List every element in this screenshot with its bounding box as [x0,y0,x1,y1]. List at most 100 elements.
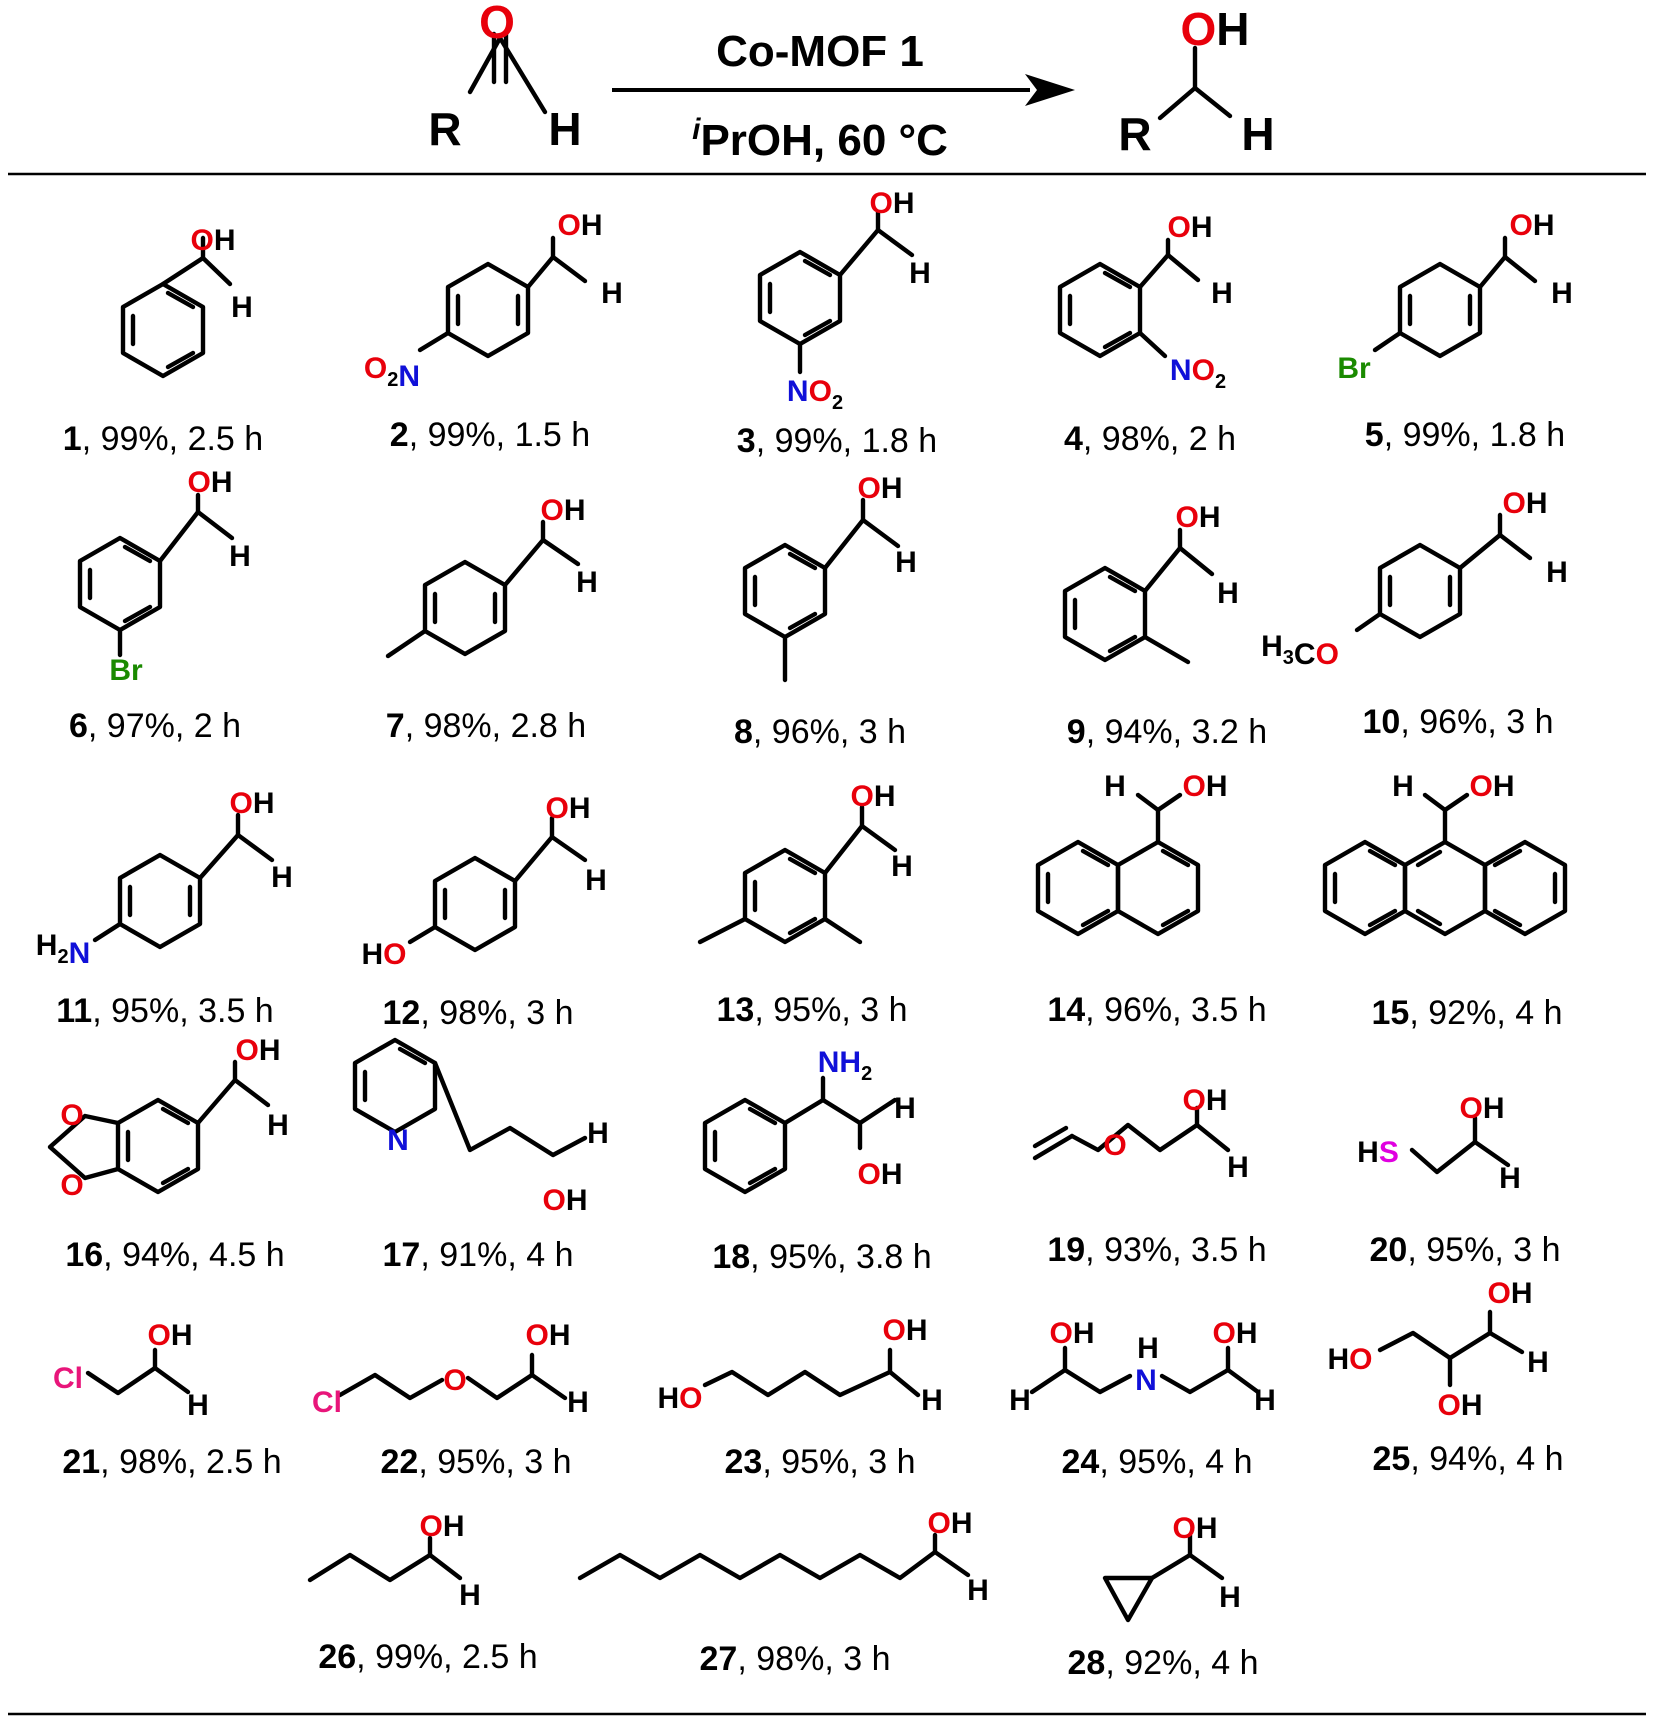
atom-oh: OH [419,1510,464,1543]
atom-oh: OH [542,1184,587,1217]
atom-h: H [567,1386,589,1419]
atom-oh: OH [1172,1512,1217,1545]
structure-2: OH H O2N [364,209,623,393]
atom-o: O [60,1099,83,1132]
atom-oh: OH [869,187,914,220]
atom-oh: OH [1212,1317,1257,1350]
atom-hydroxy: HO [1327,1343,1372,1376]
alcohol-structure: OH R H [1118,3,1274,160]
caption-3: 3, 99%, 1.8 h [737,422,937,460]
conditions-label: iPrOH, 60 °C [692,113,948,165]
caption-25: 25, 94%, 4 h [1373,1440,1564,1478]
atom-h: H [1219,1581,1241,1614]
atom-h: H [1009,1384,1031,1417]
structure-15: H OH [1322,770,1568,937]
structure-26: OH H [307,1510,481,1612]
atom-br: Br [109,654,143,687]
atom-h: H [187,1389,209,1422]
caption-6: 6, 97%, 2 h [69,707,241,745]
atom-h: H [459,1579,481,1612]
atom-oh: OH [1437,1389,1482,1422]
caption-16: 16, 94%, 4.5 h [65,1236,284,1274]
structure-17: N H OH [352,1037,609,1217]
atom-h: H [1551,277,1573,310]
atom-oh: OH [540,494,585,527]
atom-h: H [891,850,913,883]
structure-14: H OH [1035,770,1228,937]
reaction-header: O R H Co-MOF 1 iPrOH, 60 °C OH R H [428,0,1274,165]
caption-14: 14, 96%, 3.5 h [1047,991,1266,1029]
caption-5: 5, 99%, 1.8 h [1365,416,1565,454]
atom-oh: OH [525,1319,570,1352]
aldehyde-structure: O R H [428,0,581,155]
atom-oh: OH [927,1507,972,1540]
atom-oh: OH [545,792,590,825]
caption-10: 10, 96%, 3 h [1363,703,1554,741]
atom-h: H [894,1092,916,1125]
atom-h: H [587,1117,609,1150]
caption-22: 22, 95%, 3 h [381,1443,572,1481]
atom-oh: OH [190,224,235,257]
atom-o: O [1103,1129,1126,1162]
structure-27: OH H [577,1507,989,1607]
structure-8: OH H [742,472,917,683]
structure-20: HS OH H [1357,1092,1521,1195]
atom-h: H [1137,1332,1159,1365]
caption-27: 27, 98%, 3 h [700,1640,891,1678]
aldehyde-hydrogen: H [548,103,581,155]
reagent-label: Co-MOF 1 [716,27,924,76]
atom-h: H [1217,577,1239,610]
atom-oh: OH [857,1158,902,1191]
atom-h: H [1546,556,1568,589]
atom-br: Br [1337,352,1371,385]
atom-h: H [921,1384,943,1417]
structure-22: Cl O OH H [312,1319,589,1419]
atom-oh: OH [147,1319,192,1352]
caption-21: 21, 98%, 2.5 h [62,1443,281,1481]
caption-20: 20, 95%, 3 h [1370,1231,1561,1269]
caption-8: 8, 96%, 3 h [734,713,906,751]
structure-13: OH H [697,780,913,945]
atom-h: H [231,291,253,324]
structure-25: HO OH OH H [1327,1277,1548,1422]
solvent-conditions: PrOH, 60 °C [700,116,947,165]
caption-26: 26, 99%, 2.5 h [318,1638,537,1676]
structure-24: OH H H N OH H [1009,1317,1276,1417]
caption-1: 1, 99%, 2.5 h [63,420,263,458]
atom-nitro: NO2 [787,375,843,414]
alcohol-hydroxyl: OH [1180,3,1249,55]
atom-h: H [1227,1151,1249,1184]
atom-oh: OH [1487,1277,1532,1310]
atom-h: H [895,546,917,579]
structure-18: NH2 H OH [702,1046,916,1195]
structure-21: Cl OH H [53,1319,209,1422]
caption-2: 2, 99%, 1.5 h [390,416,590,454]
structure-23: HO OH H [657,1314,942,1417]
atom-h: H [267,1109,289,1142]
atom-oh: OH [857,472,902,505]
atom-amino: H2N [36,929,90,970]
atom-oh: OH [1167,211,1212,244]
structure-5: OH H Br [1337,209,1573,385]
atom-n: N [387,1124,409,1157]
atom-oh: OH [1175,501,1220,534]
atom-oh: OH [229,787,274,820]
atom-hydroxy: HO [361,938,406,971]
caption-11: 11, 95%, 3.5 h [56,992,273,1030]
atom-nitro: O2N [364,352,420,393]
caption-7: 7, 98%, 2.8 h [386,707,586,745]
atom-h: H [1211,277,1233,310]
atom-oh: OH [1182,770,1227,803]
atom-h: H [1527,1346,1549,1379]
caption-24: 24, 95%, 4 h [1062,1443,1253,1481]
caption-9: 9, 94%, 3.2 h [1067,713,1267,751]
atom-h: H [576,566,598,599]
atom-oh: OH [1182,1084,1227,1117]
caption-17: 17, 91%, 4 h [383,1236,574,1274]
atom-h: H [229,540,251,573]
structure-9: OH H [1062,501,1239,665]
atom-oh: OH [557,209,602,242]
atom-h: H [271,861,293,894]
atom-oh: OH [1049,1317,1094,1350]
